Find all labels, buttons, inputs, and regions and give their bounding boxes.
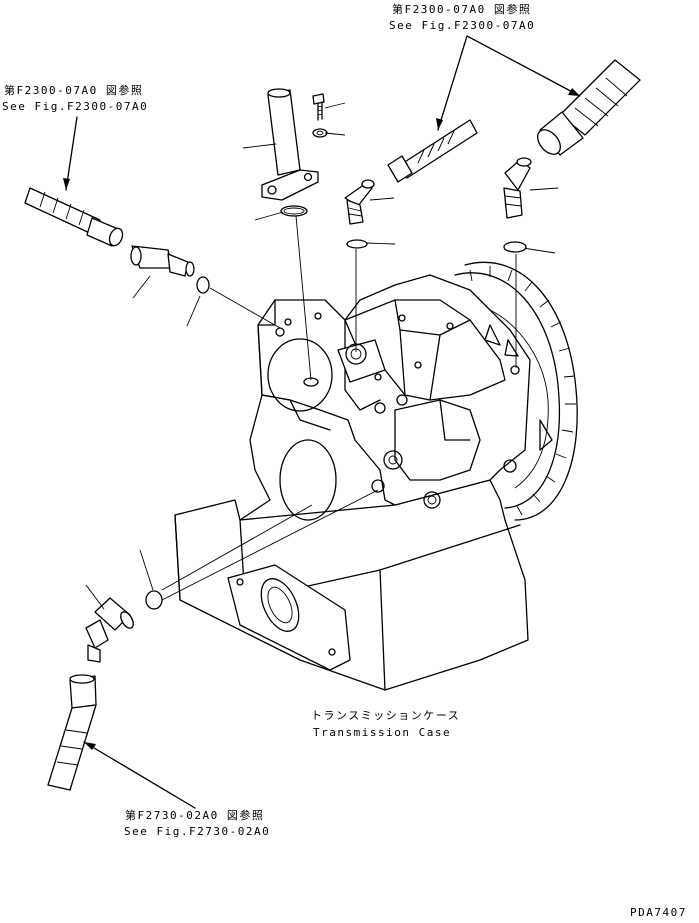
hose-left bbox=[24, 187, 124, 247]
case-label-jp: トランスミッションケース bbox=[311, 709, 461, 722]
transmission-case bbox=[174, 261, 578, 691]
elbow-fittings-top bbox=[344, 157, 532, 253]
ref-top-right-jp: 第F2300-07A0 図参照 bbox=[392, 3, 532, 16]
leader-lines-left bbox=[132, 275, 281, 329]
drawing-code: PDA7407 bbox=[630, 906, 687, 919]
ref-bottom-en: See Fig.F2730-02A0 bbox=[124, 825, 271, 838]
elbow-fitting-bottom bbox=[85, 590, 163, 663]
leader-lines-bottom-left bbox=[85, 489, 379, 610]
adapter-left bbox=[130, 245, 210, 294]
ref-left-en: See Fig.F2300-07A0 bbox=[2, 100, 149, 113]
ref-left-jp: 第F2300-07A0 図参照 bbox=[4, 84, 144, 97]
case-label-en: Transmission Case bbox=[313, 726, 452, 739]
leader-lines-top bbox=[242, 102, 559, 381]
hoses-top bbox=[387, 59, 641, 183]
tube-flange-assembly bbox=[261, 88, 328, 387]
reference-arrows bbox=[63, 35, 581, 809]
ref-top-right-en: See Fig.F2300-07A0 bbox=[389, 19, 536, 32]
ref-bottom-jp: 第F2730-02A0 図参照 bbox=[125, 809, 265, 822]
hose-bottom bbox=[47, 674, 97, 791]
